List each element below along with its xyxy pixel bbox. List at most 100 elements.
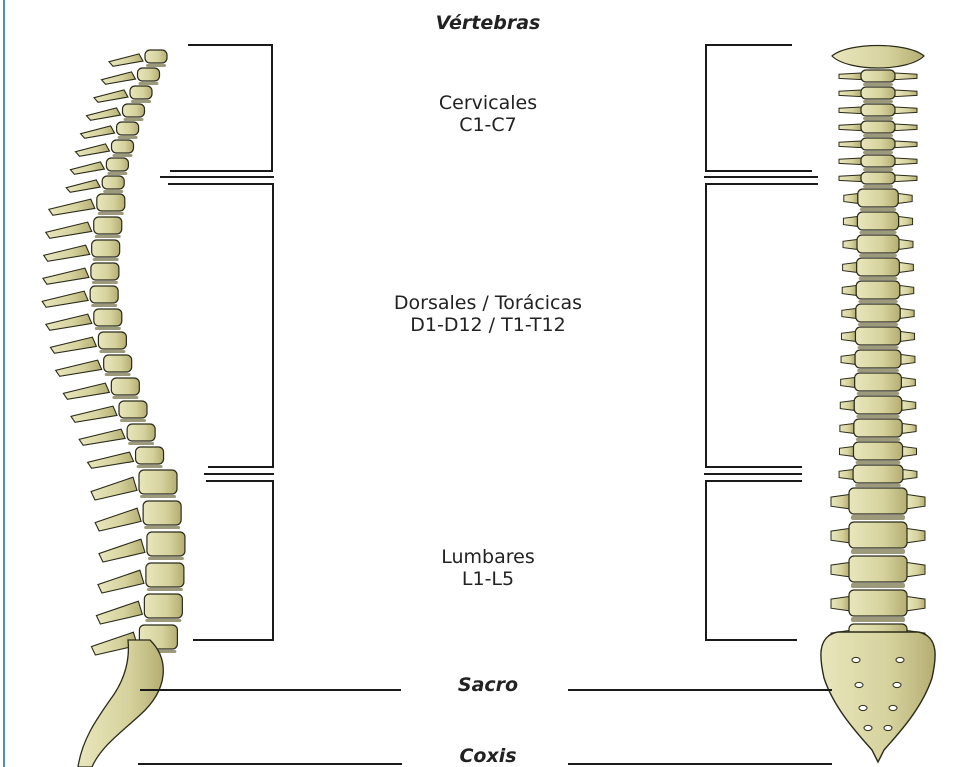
vertebra-body [849, 488, 907, 514]
region-name: Cervicales [388, 92, 588, 114]
region-lumbar-label: Lumbares L1-L5 [388, 546, 588, 590]
transverse-process [902, 424, 916, 434]
vertebra-body [854, 396, 901, 414]
transverse-process [899, 263, 913, 273]
vertebra-body [857, 258, 900, 276]
transverse-process [902, 401, 916, 411]
intervertebral-disc [131, 100, 151, 103]
lateral-sacrum-coccyx [78, 640, 163, 767]
transverse-process [841, 355, 855, 365]
transverse-process [831, 495, 849, 509]
intervertebral-disc [859, 254, 897, 257]
lateral-spine-illustration [42, 50, 185, 767]
vertebra-body [98, 332, 126, 349]
transverse-process [895, 175, 917, 182]
transverse-process [839, 73, 861, 80]
intervertebral-disc [105, 373, 131, 376]
spinous-process [94, 90, 128, 102]
intervertebral-disc [95, 235, 121, 238]
transverse-process [844, 194, 858, 204]
transverse-process [843, 263, 857, 273]
transverse-process [839, 470, 853, 480]
transverse-process [895, 158, 917, 165]
spinous-process [42, 291, 88, 307]
transverse-process [840, 424, 854, 434]
intervertebral-disc [107, 172, 127, 175]
intervertebral-disc [856, 415, 899, 418]
transverse-process [831, 597, 849, 611]
spinous-process [46, 222, 92, 238]
transverse-process [839, 175, 861, 182]
intervertebral-disc [140, 495, 176, 498]
spinous-process [95, 508, 141, 531]
vertebra-body [849, 522, 907, 548]
spinous-process [44, 245, 90, 261]
spinous-process [96, 601, 142, 624]
intervertebral-disc [857, 392, 900, 395]
vertebra-body [112, 140, 134, 153]
transverse-process [901, 332, 915, 342]
transverse-process [839, 107, 861, 114]
spinous-process [49, 199, 95, 215]
spinous-process [81, 126, 115, 138]
vertebra-body [90, 286, 118, 303]
intervertebral-disc [137, 465, 163, 468]
transverse-process [839, 447, 853, 457]
intervertebral-disc [118, 136, 138, 139]
spinous-process [109, 54, 143, 66]
vertebra-body [136, 447, 164, 464]
thoracic-bracket-right [706, 184, 818, 467]
lumbar-bracket-left [193, 481, 273, 640]
vertebra-body [119, 401, 147, 418]
intervertebral-disc [139, 82, 159, 85]
transverse-process [907, 563, 925, 577]
intervertebral-disc [857, 346, 898, 349]
spinous-process [79, 429, 125, 445]
transverse-process [899, 240, 913, 250]
transverse-process [842, 286, 856, 296]
intervertebral-disc [859, 277, 898, 280]
sacral-foramen [859, 705, 867, 710]
intervertebral-disc [863, 83, 893, 86]
atlas-vertebra [832, 46, 924, 69]
vertebra-body [97, 194, 125, 211]
vertebra-body [853, 465, 903, 483]
intervertebral-disc [92, 281, 118, 284]
intervertebral-disc [851, 617, 905, 622]
intervertebral-disc [863, 151, 893, 154]
region-range: C1-C7 [388, 114, 588, 136]
transverse-process [907, 495, 925, 509]
transverse-process [898, 194, 912, 204]
intervertebral-disc [855, 484, 901, 487]
intervertebral-disc [863, 185, 893, 188]
vertebra-body [123, 104, 145, 117]
spinous-process [102, 72, 136, 84]
vertebra-body [111, 378, 139, 395]
vertebra-body [91, 263, 119, 280]
spinous-process [70, 162, 104, 174]
transverse-process [843, 240, 857, 250]
coccyx-label: Coxis [388, 745, 588, 767]
intervertebral-disc [146, 64, 166, 67]
transverse-process [895, 73, 917, 80]
vertebra-body [861, 172, 895, 184]
vertebra-body [106, 158, 128, 171]
transverse-process [841, 378, 855, 388]
intervertebral-disc [113, 154, 133, 157]
vertebra-body [94, 309, 122, 326]
sacral-foramen [852, 657, 860, 662]
sacral-foramen [864, 725, 872, 730]
sacral-foramen [893, 682, 901, 687]
transverse-process [895, 90, 917, 97]
vertebra-body [94, 217, 122, 234]
intervertebral-disc [851, 515, 905, 520]
intervertebral-disc [863, 134, 893, 137]
vertebra-body [849, 590, 907, 616]
region-name: Dorsales / Torácicas [338, 292, 638, 314]
lumbar-bracket-right [706, 481, 802, 640]
region-name: Lumbares [388, 546, 588, 568]
sacrum-label: Sacro [388, 674, 588, 696]
vertebra-body [104, 355, 132, 372]
vertebra-body [855, 327, 900, 345]
intervertebral-disc [858, 300, 898, 303]
